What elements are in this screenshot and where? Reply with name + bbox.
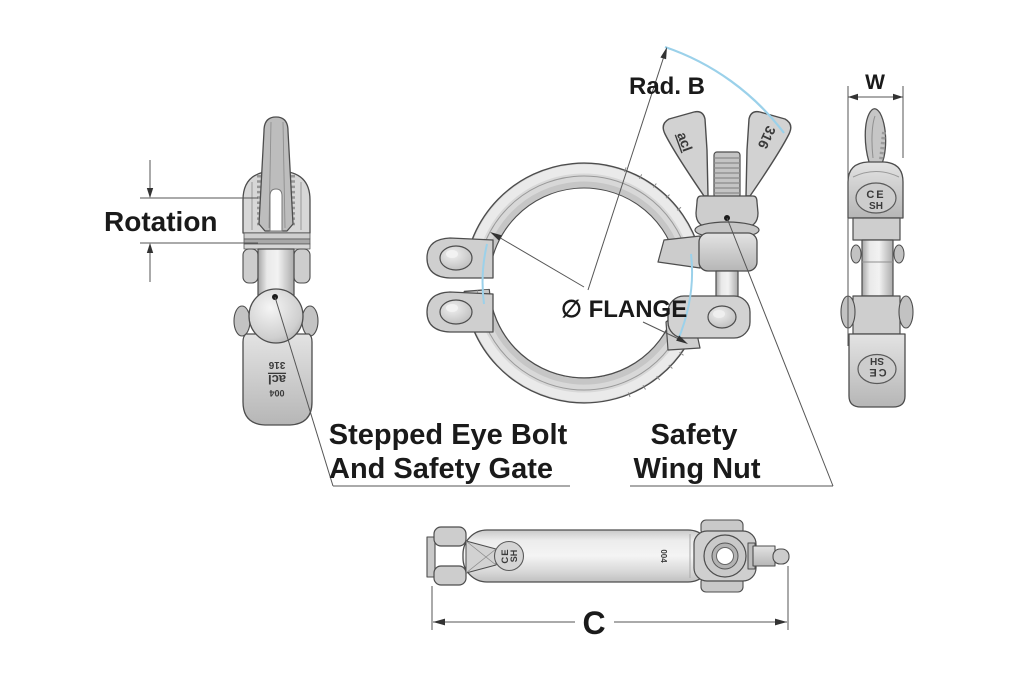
band-highlight-upper [467, 164, 696, 264]
link-pin-right-small [893, 244, 905, 264]
ce-mark-bottom: CE [867, 366, 886, 378]
annotations [140, 45, 904, 630]
c-arrow-left [433, 618, 445, 626]
wing-left [662, 110, 709, 197]
flange-mark-left [481, 243, 488, 305]
wing-nut-note-line1: Safety [650, 419, 737, 451]
ce-mark-top: CE [866, 189, 885, 201]
w-arrow-right [893, 93, 903, 101]
w-arrow-left [848, 93, 858, 101]
right-side-view: CE SH CE SH [840, 108, 914, 408]
eye-bolt-leader [274, 296, 334, 487]
ce-oval-bottom [857, 353, 897, 385]
eye-bolt-note-line1: Stepped Eye Bolt [329, 419, 568, 451]
band-inner-lower [482, 289, 681, 385]
pin-highlight [713, 310, 725, 318]
clevis-pin-bottom [433, 565, 467, 586]
blade-notch [269, 188, 283, 232]
top-stamp-circle [493, 540, 525, 572]
link-neck [861, 239, 894, 297]
ce-oval-top [855, 182, 897, 214]
c-label: C [582, 605, 605, 641]
top-code: 004 [659, 549, 668, 563]
left-side-view: 004 acl 316 [233, 116, 319, 426]
rad-b-arrow [660, 47, 667, 60]
clevis-pin-top [433, 526, 467, 547]
label-texts: Rad. B Rotation ∅ FLANGE W C Stepped Eye… [104, 71, 885, 641]
ce-oval-bottom-text: CE SH [867, 355, 886, 378]
link-pin-left-small [850, 244, 862, 264]
hook-tip [864, 108, 887, 165]
flange-line-2 [642, 321, 684, 342]
trunnion-wedge [657, 235, 701, 269]
wing-right [745, 110, 792, 197]
link-pin-right-large [898, 295, 914, 329]
hinge-lugs [426, 237, 494, 333]
housing-edges [251, 182, 302, 230]
blade-lines [268, 121, 286, 229]
flange-line-1 [496, 235, 585, 288]
trunnion-block [698, 232, 758, 272]
side-grade: 316 [268, 359, 285, 370]
c-arrow-right [775, 618, 787, 626]
band-step-upper [476, 175, 688, 276]
w-label: W [865, 71, 885, 94]
hinge-pin-lower [439, 299, 473, 325]
flange-label: ∅ FLANGE [561, 296, 687, 323]
hook-line [871, 115, 876, 159]
clevis-bar [426, 536, 436, 578]
top-stamp-sh: SH [509, 550, 519, 563]
collar [243, 232, 311, 250]
wing-nut-leader [726, 217, 834, 487]
eye-bolt-note-line2: And Safety Gate [329, 453, 553, 485]
ball-joint [248, 288, 304, 344]
sh-mark-top: SH [869, 201, 883, 212]
flange-arrow-2 [676, 335, 688, 344]
wing-left-logo: acl [674, 130, 696, 154]
stud-threads [714, 157, 740, 194]
pin-highlight [446, 304, 458, 312]
rad-b-label: Rad. B [629, 73, 705, 100]
brace-diagonals [465, 540, 497, 574]
side-block-markings: 004 acl 316 [268, 359, 286, 398]
rotation-label: Rotation [104, 206, 218, 237]
top-view: CE SH 004 [426, 519, 790, 593]
rotation-arrow-top [146, 188, 154, 198]
hinge-pin-upper [439, 245, 473, 271]
pin-highlight [446, 250, 458, 258]
flange-arrow-1 [490, 232, 502, 241]
bottom-block [242, 333, 313, 426]
rad-b-arc [664, 45, 785, 134]
band-highlight-lower [467, 302, 694, 402]
flange-mark-right [677, 253, 694, 341]
top-stamp-ce: CE [500, 548, 511, 563]
nut-hole [716, 547, 734, 565]
block-arch [852, 171, 900, 178]
wing-nut-note-line2: Wing Nut [634, 453, 761, 485]
eye-bolt-stud [713, 151, 741, 199]
trunnion-cap-left [233, 305, 251, 337]
top-stamp-text: CE SH [500, 548, 519, 563]
clamp-band [463, 162, 701, 404]
side-code: 004 [269, 388, 284, 398]
bolt-shaft [715, 270, 739, 299]
trunnion-cap-right [301, 305, 319, 337]
bolt-shaft-top-view [752, 545, 776, 567]
rotation-arrow-bottom [146, 243, 154, 253]
band-knurl-ticks [623, 167, 684, 398]
upper-yoke [852, 217, 901, 241]
bolt-tip-top-view [772, 548, 790, 565]
side-lobe-left [242, 248, 259, 284]
front-view: acl 316 [426, 110, 792, 404]
side-logo: acl [268, 372, 286, 387]
lower-yoke [852, 295, 901, 335]
sh-mark-bottom: SH [870, 355, 884, 366]
rad-b-line [587, 49, 667, 291]
side-lobe-right [293, 248, 311, 284]
